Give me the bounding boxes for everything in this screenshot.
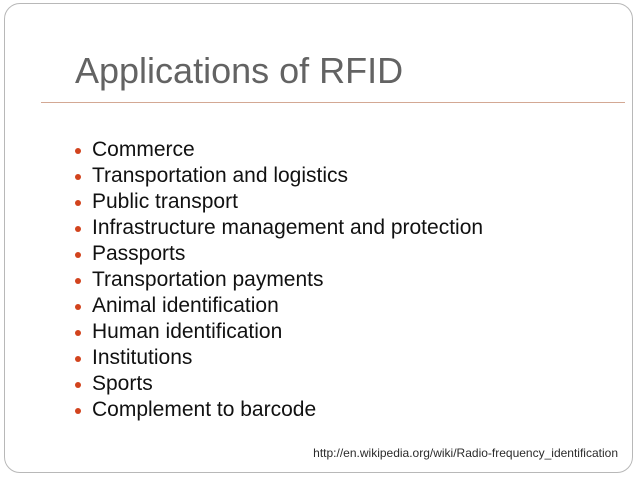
bullet-dot-icon: [75, 330, 81, 336]
list-item: Transportation payments: [71, 267, 611, 293]
list-item-label: Complement to barcode: [92, 398, 317, 421]
bullet-dot-icon: [75, 200, 81, 206]
list-item: Transportation and logistics: [71, 163, 611, 189]
bullet-dot-icon: [75, 304, 81, 310]
list-item: Passports: [71, 241, 611, 267]
list-item: Infrastructure management and protection: [71, 215, 611, 241]
list-item: Human identification: [71, 319, 611, 345]
list-item-label: Passports: [92, 242, 186, 265]
bullet-dot-icon: [75, 148, 81, 154]
list-item: Public transport: [71, 189, 611, 215]
list-item: Commerce: [71, 137, 611, 163]
page-title: Applications of RFID: [75, 50, 404, 91]
list-item-label: Human identification: [92, 320, 283, 343]
bullet-dot-icon: [75, 356, 81, 362]
list-item-label: Animal identification: [92, 294, 279, 317]
list-item: Animal identification: [71, 293, 611, 319]
list-item-label: Transportation and logistics: [92, 164, 349, 187]
bullet-dot-icon: [75, 226, 81, 232]
list-item-label: Public transport: [92, 190, 238, 213]
list-item-label: Sports: [92, 372, 153, 395]
list-item-label: Commerce: [92, 138, 195, 161]
title-divider: [41, 102, 625, 103]
bullet-dot-icon: [75, 382, 81, 388]
bullet-dot-icon: [75, 278, 81, 284]
list-item: Institutions: [71, 345, 611, 371]
list-item: Sports: [71, 371, 611, 397]
bullet-dot-icon: [75, 174, 81, 180]
list-item: Complement to barcode: [71, 397, 611, 423]
bullet-dot-icon: [75, 252, 81, 258]
bullet-dot-icon: [75, 408, 81, 414]
list-item-label: Institutions: [92, 346, 193, 369]
source-url: http://en.wikipedia.org/wiki/Radio-frequ…: [313, 446, 618, 460]
list-item-label: Transportation payments: [92, 268, 324, 291]
list-item-label: Infrastructure management and protection: [92, 216, 484, 239]
